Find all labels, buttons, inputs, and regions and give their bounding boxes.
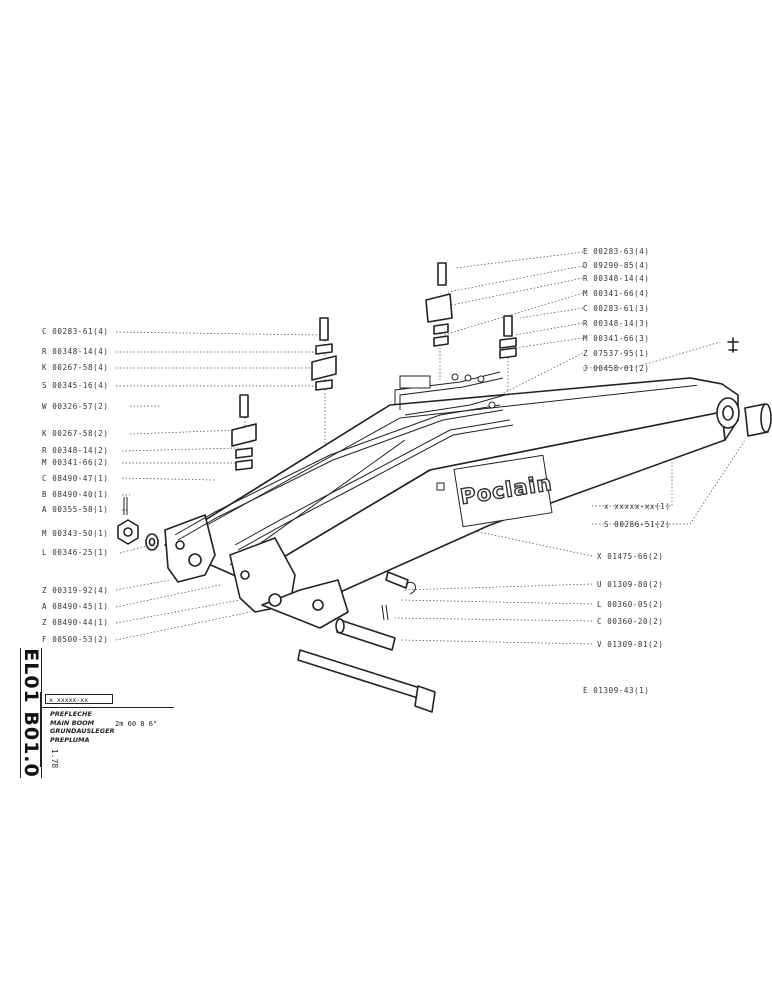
part-label-left: C 08490-47(1) [42, 474, 109, 483]
sheet-code-strip: EL01 B01.0 [20, 648, 42, 778]
part-label-left: S 00345-16(4) [42, 381, 109, 390]
title-name-en: MAIN BOOM [50, 718, 95, 727]
pipe-clamp-bolts [231, 262, 517, 471]
part-label-right: M 00341-66(4) [583, 289, 650, 298]
title-divider [41, 707, 174, 708]
title-spec: 2m 60 8 6" [115, 720, 158, 728]
title-name-es: PREPLUMA [50, 735, 90, 744]
part-label-right: M 00341-66(3) [583, 334, 650, 343]
part-label-left: K 00267-58(2) [42, 429, 109, 438]
part-label-right: R 00348-14(4) [583, 274, 650, 283]
part-label-left: W 00326-57(2) [42, 402, 109, 411]
part-label-right: U 01309-80(2) [597, 580, 664, 589]
part-label-right: C 00283-61(3) [583, 304, 650, 313]
part-label-left: A 00355-58(1) [42, 505, 109, 514]
part-label-left: C 00283-61(4) [42, 327, 109, 336]
part-label-right: X 01475-66(2) [597, 552, 664, 561]
part-label-right: V 01309-81(2) [597, 640, 664, 649]
part-label-left: L 00346-25(1) [42, 548, 109, 557]
part-label-left: M 00343-50(1) [42, 529, 109, 538]
part-label-right: J 00458-01(2) [583, 364, 650, 373]
sheet-code: EL01 B01.0 [20, 648, 42, 778]
part-label-right: R 00348-14(3) [583, 319, 650, 328]
part-label-right: C 00360-20(2) [597, 617, 664, 626]
part-label-right: x xxxxx-xx(1) [604, 502, 671, 511]
part-label-right: L 00360-05(2) [597, 600, 664, 609]
part-label-right: E 01309-43(1) [583, 686, 650, 695]
title-name-fr: PREFLECHE [50, 710, 92, 718]
part-label-left: B 08490-40(1) [42, 490, 109, 499]
part-label-left: K 00267-58(4) [42, 363, 109, 372]
title-names: PREFLECHE MAIN BOOM GRUNDAUSLEGER PREPLU… [50, 710, 115, 744]
part-label-left: Z 08490-44(1) [42, 618, 109, 627]
part-label-right: E 00283-63(4) [583, 247, 650, 256]
brand-plate-frame [453, 454, 553, 528]
title-block: x xxxxx-xx PREFLECHE MAIN BOOM GRUNDAUSL… [40, 692, 174, 767]
hydraulic-pipes [174, 371, 514, 551]
part-label-left: A 08490-45(1) [42, 602, 109, 611]
part-label-right: D 09290-85(4) [583, 261, 650, 270]
part-label-left: Z 00319-92(4) [42, 586, 109, 595]
part-label-left: R 00348-14(2) [42, 446, 109, 455]
title-reference: x xxxxx-xx [45, 694, 113, 704]
part-label-right: S 00286-51(2) [604, 520, 671, 529]
part-label-left: R 00348-14(4) [42, 347, 109, 356]
part-label-left: F 00500-53(2) [42, 635, 109, 644]
pivot-pins [117, 497, 436, 713]
part-label-right: Z 07537-95(1) [583, 349, 650, 358]
part-label-left: M 00341-66(2) [42, 458, 109, 467]
title-name-de: GRUNDAUSLEGER [50, 727, 115, 735]
